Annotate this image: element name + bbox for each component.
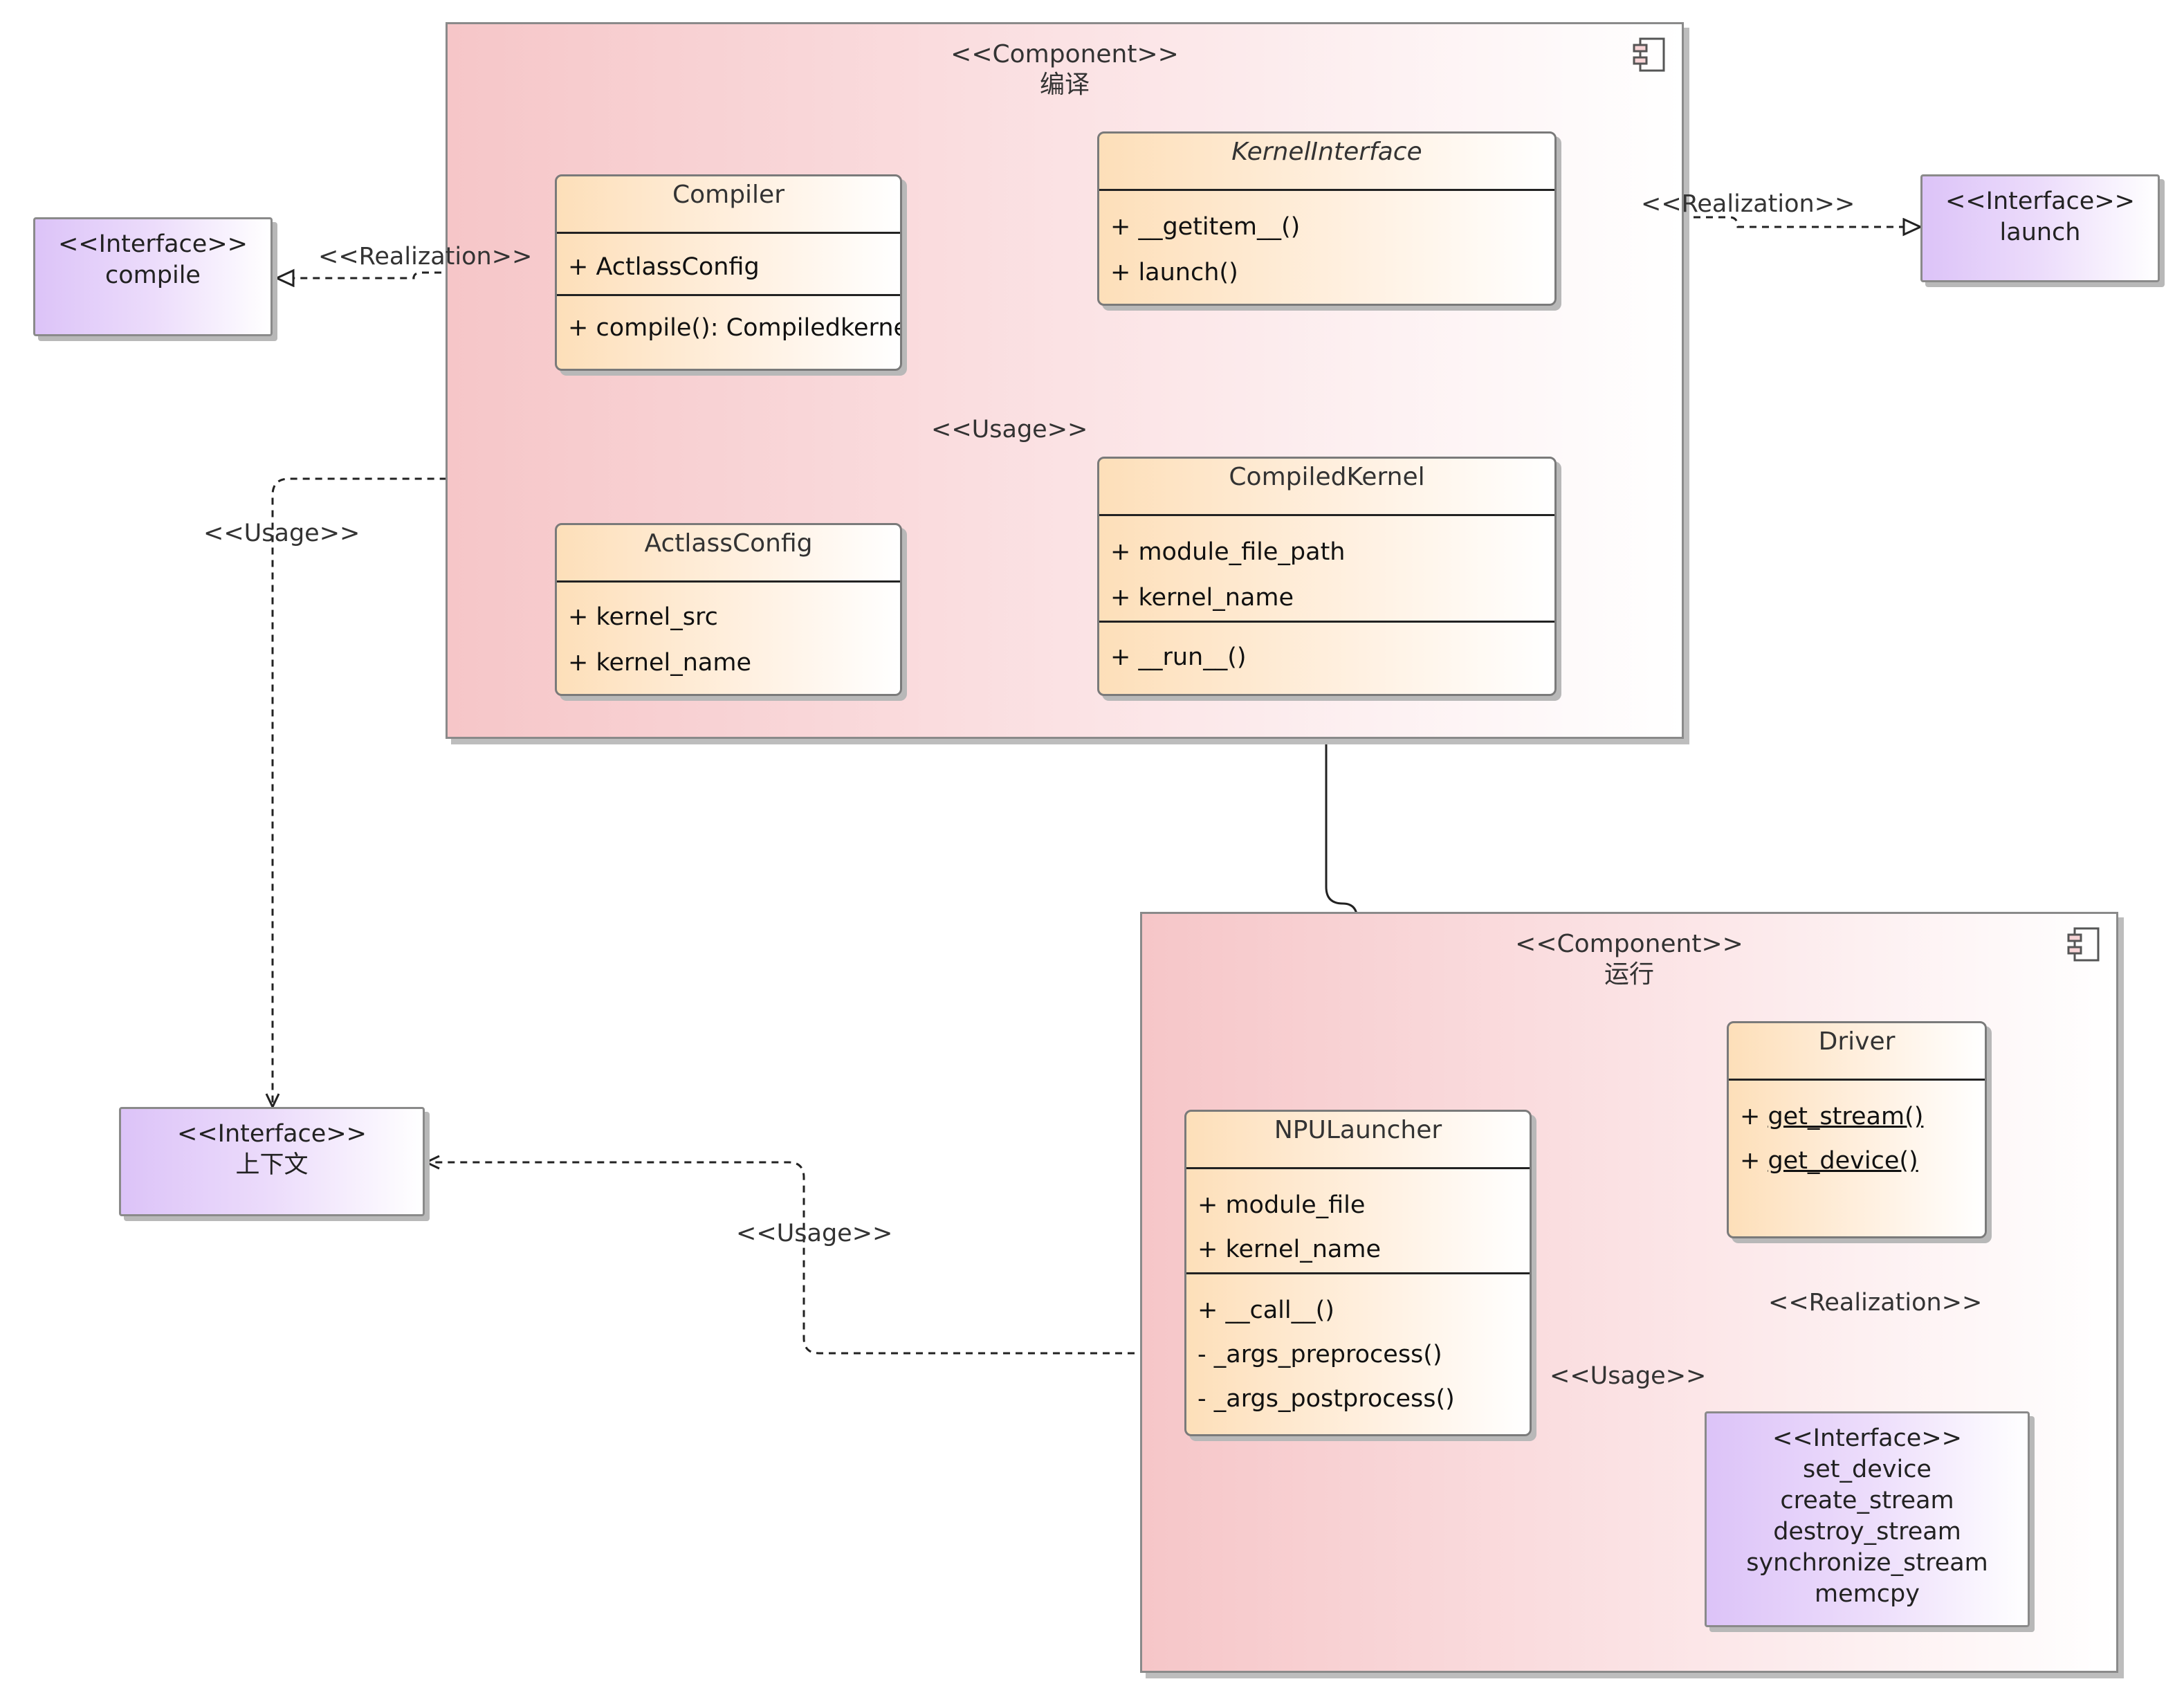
interface-launch[interactable]: <<Interface>> launch	[1920, 174, 2160, 282]
class-actlassconfig[interactable]: ActlassConfig + kernel_src + kernel_name	[555, 523, 902, 696]
class-kernelinterface-name: KernelInterface	[1231, 138, 1422, 166]
interface-compile-stereotype: <<Interface>>	[57, 230, 248, 258]
class-driver-method: + get_device()	[1740, 1145, 1979, 1177]
label-usage-compiler-context: <<Usage>>	[203, 520, 360, 547]
class-kernelinterface-method: + launch()	[1110, 259, 1238, 286]
class-npulauncher-attribute: + module_file	[1197, 1191, 1366, 1219]
interface-compile[interactable]: <<Interface>> compile	[33, 217, 273, 336]
component-compile-title: <<Component>> 编译	[448, 39, 1682, 100]
class-divider	[557, 294, 900, 296]
label-realization-launch: <<Realization>>	[1641, 190, 1855, 218]
class-npulauncher[interactable]: NPULauncher + module_file + kernel_name …	[1184, 1110, 1532, 1436]
class-npulauncher-name: NPULauncher	[1274, 1116, 1442, 1144]
label-realization-compile: <<Realization>>	[318, 243, 533, 271]
interface-device-operation: synchronize_stream	[1746, 1549, 1988, 1577]
static-method-name: get_device()	[1768, 1147, 1918, 1175]
class-divider	[1099, 189, 1554, 191]
component-icon	[1633, 37, 1665, 72]
class-driver-name: Driver	[1818, 1027, 1896, 1056]
realization-compiler-compile	[277, 273, 553, 278]
class-npulauncher-method: - _args_postprocess()	[1197, 1385, 1455, 1413]
class-driver[interactable]: Driver + get_stream() + get_device()	[1727, 1021, 1987, 1238]
component-runtime-stereotype: <<Component>>	[1515, 930, 1743, 958]
label-usage-launcher-context: <<Usage>>	[736, 1220, 893, 1247]
class-divider	[1186, 1272, 1530, 1274]
class-divider	[1099, 514, 1554, 516]
component-runtime-title: <<Component>> 运行	[1142, 929, 2116, 990]
class-driver-method: + get_stream()	[1740, 1101, 1979, 1133]
class-compiler-attribute: + ActlassConfig	[568, 253, 760, 281]
class-divider	[1099, 621, 1554, 623]
interface-launch-name: launch	[1999, 219, 2081, 246]
class-compiler[interactable]: Compiler + ActlassConfig + compile(): Co…	[555, 174, 902, 371]
interface-device-stereotype: <<Interface>>	[1772, 1424, 1962, 1452]
interface-device-operation: destroy_stream	[1773, 1518, 1961, 1546]
class-actlassconfig-name: ActlassConfig	[644, 529, 813, 558]
class-npulauncher-attribute: + kernel_name	[1197, 1236, 1381, 1263]
usage-npulauncher-context	[423, 1155, 1184, 1355]
interface-launch-stereotype: <<Interface>>	[1945, 187, 2135, 215]
label-usage-launcher-device: <<Usage>>	[1550, 1362, 1707, 1390]
static-method-name: get_stream()	[1768, 1103, 1924, 1130]
class-kernelinterface[interactable]: KernelInterface + __getitem__() + launch…	[1097, 131, 1557, 306]
class-compiler-name: Compiler	[672, 181, 785, 209]
component-runtime-name: 运行	[1604, 960, 1654, 989]
class-compiledkernel-name: CompiledKernel	[1229, 463, 1425, 491]
class-divider	[557, 232, 900, 234]
label-usage-compiler-kernel: <<Usage>>	[931, 416, 1088, 443]
class-kernelinterface-method: + __getitem__()	[1110, 213, 1301, 241]
class-npulauncher-method: + __call__()	[1197, 1297, 1334, 1324]
interface-context-name: 上下文	[235, 1151, 309, 1179]
component-icon	[2067, 927, 2100, 962]
interface-device-operation: create_stream	[1780, 1487, 1954, 1514]
interface-device-operation: memcpy	[1815, 1580, 1920, 1608]
interface-context[interactable]: <<Interface>> 上下文	[119, 1107, 425, 1216]
class-npulauncher-method: - _args_preprocess()	[1197, 1341, 1442, 1368]
label-realization-driver: <<Realization>>	[1768, 1289, 1983, 1317]
method-visibility: +	[1740, 1147, 1768, 1175]
interface-context-stereotype: <<Interface>>	[176, 1120, 367, 1148]
interface-device-operation: set_device	[1803, 1456, 1931, 1483]
class-compiledkernel-method: + __run__()	[1110, 643, 1247, 671]
interface-compile-name: compile	[105, 262, 201, 289]
class-compiledkernel-attribute: + kernel_name	[1110, 584, 1294, 612]
class-divider	[1729, 1079, 1985, 1081]
class-divider	[1186, 1167, 1530, 1169]
realization-kernelinterface-launch	[1557, 216, 1920, 227]
class-actlassconfig-attribute: + kernel_src	[568, 603, 718, 631]
component-compile-stereotype: <<Component>>	[951, 40, 1179, 68]
component-compile-name: 编译	[1039, 71, 1090, 99]
class-compiler-method: + compile(): Compiledkernel	[568, 314, 902, 342]
class-divider	[557, 580, 900, 583]
class-actlassconfig-attribute: + kernel_name	[568, 649, 751, 677]
method-visibility: +	[1740, 1103, 1768, 1130]
class-compiledkernel-attribute: + module_file_path	[1110, 538, 1346, 566]
interface-device[interactable]: <<Interface>> set_device create_stream d…	[1705, 1411, 2030, 1627]
class-compiledkernel[interactable]: CompiledKernel + module_file_path + kern…	[1097, 457, 1557, 696]
